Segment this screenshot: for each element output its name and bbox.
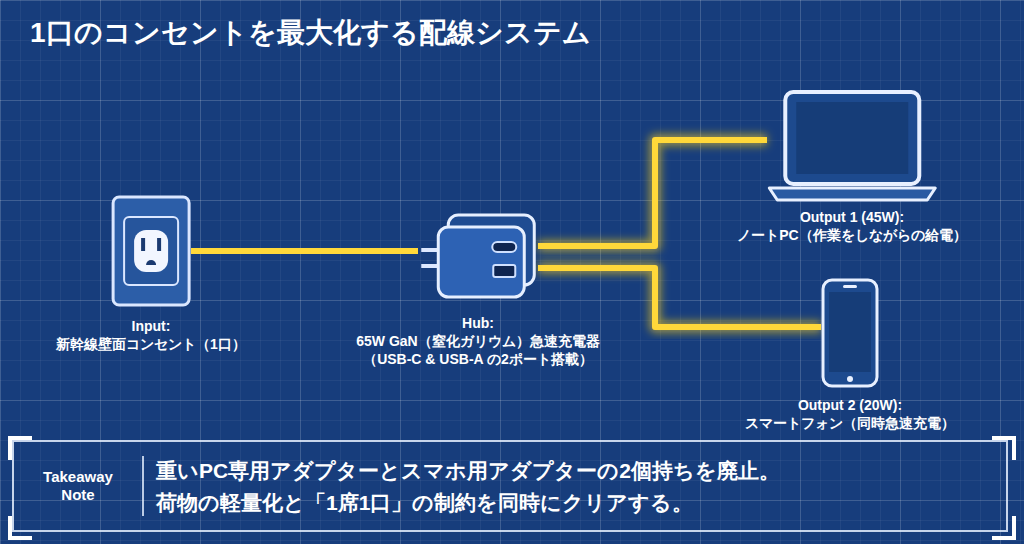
- note-text: 重いPC専用アダプターとスマホ用アダプターの2個持ちを廃止。: [156, 455, 996, 487]
- laptop-icon: [767, 90, 937, 202]
- input-outlet: Input:新幹線壁面コンセント（1口）: [56, 195, 246, 353]
- takeaway-note-box: Takeaway Note 重いPC専用アダプターとスマホ用アダプターの2個持ちを…: [12, 440, 1008, 532]
- node-heading: Output 1 (45W):: [737, 208, 966, 226]
- note-divider: [142, 456, 144, 516]
- output-phone: Output 2 (20W):スマートフォン（同時急速充電）: [745, 278, 955, 432]
- node-heading: Hub:: [356, 314, 599, 332]
- note-text: 荷物の軽量化と「1席1口」の制約を同時にクリアする。: [156, 487, 996, 519]
- node-label: 新幹線壁面コンセント（1口）: [56, 335, 246, 353]
- cable-line: [538, 268, 821, 327]
- node-heading: Output 2 (20W):: [745, 396, 955, 414]
- note-label: Takeaway Note: [43, 468, 113, 504]
- cable-line: [538, 140, 767, 246]
- cable-glow: [538, 140, 767, 246]
- cable-glow: [191, 245, 418, 257]
- diagram-title: 1口のコンセントを最大化する配線システム: [30, 14, 591, 52]
- node-heading: Input:: [56, 317, 246, 335]
- cable-line: [191, 248, 418, 254]
- output-laptop: Output 1 (45W):ノートPC（作業をしながらの給電）: [737, 90, 966, 244]
- node-label: ノートPC（作業をしながらの給電）: [737, 226, 966, 244]
- node-label: 65W GaN（窒化ガリウム）急速充電器: [356, 332, 599, 350]
- note-label-cell: Takeaway Note: [14, 442, 142, 530]
- node-label: スマートフォン（同時急速充電）: [745, 414, 955, 432]
- gan-charger-icon: [418, 212, 538, 300]
- power-cable: [538, 140, 767, 246]
- hub-charger: Hub:65W GaN（窒化ガリウム）急速充電器（USB-C & USB-A の…: [356, 212, 599, 369]
- smartphone-icon: [821, 278, 879, 388]
- corner-brackets: [6, 434, 1018, 542]
- cable-glow: [538, 268, 821, 327]
- power-cable: [191, 251, 418, 252]
- node-label: （USB-C & USB-A の2ポート搭載）: [356, 350, 599, 368]
- wall-outlet-icon: [111, 195, 191, 307]
- power-cable: [538, 268, 821, 327]
- note-body: 重いPC専用アダプターとスマホ用アダプターの2個持ちを廃止。荷物の軽量化と「1席…: [156, 455, 996, 518]
